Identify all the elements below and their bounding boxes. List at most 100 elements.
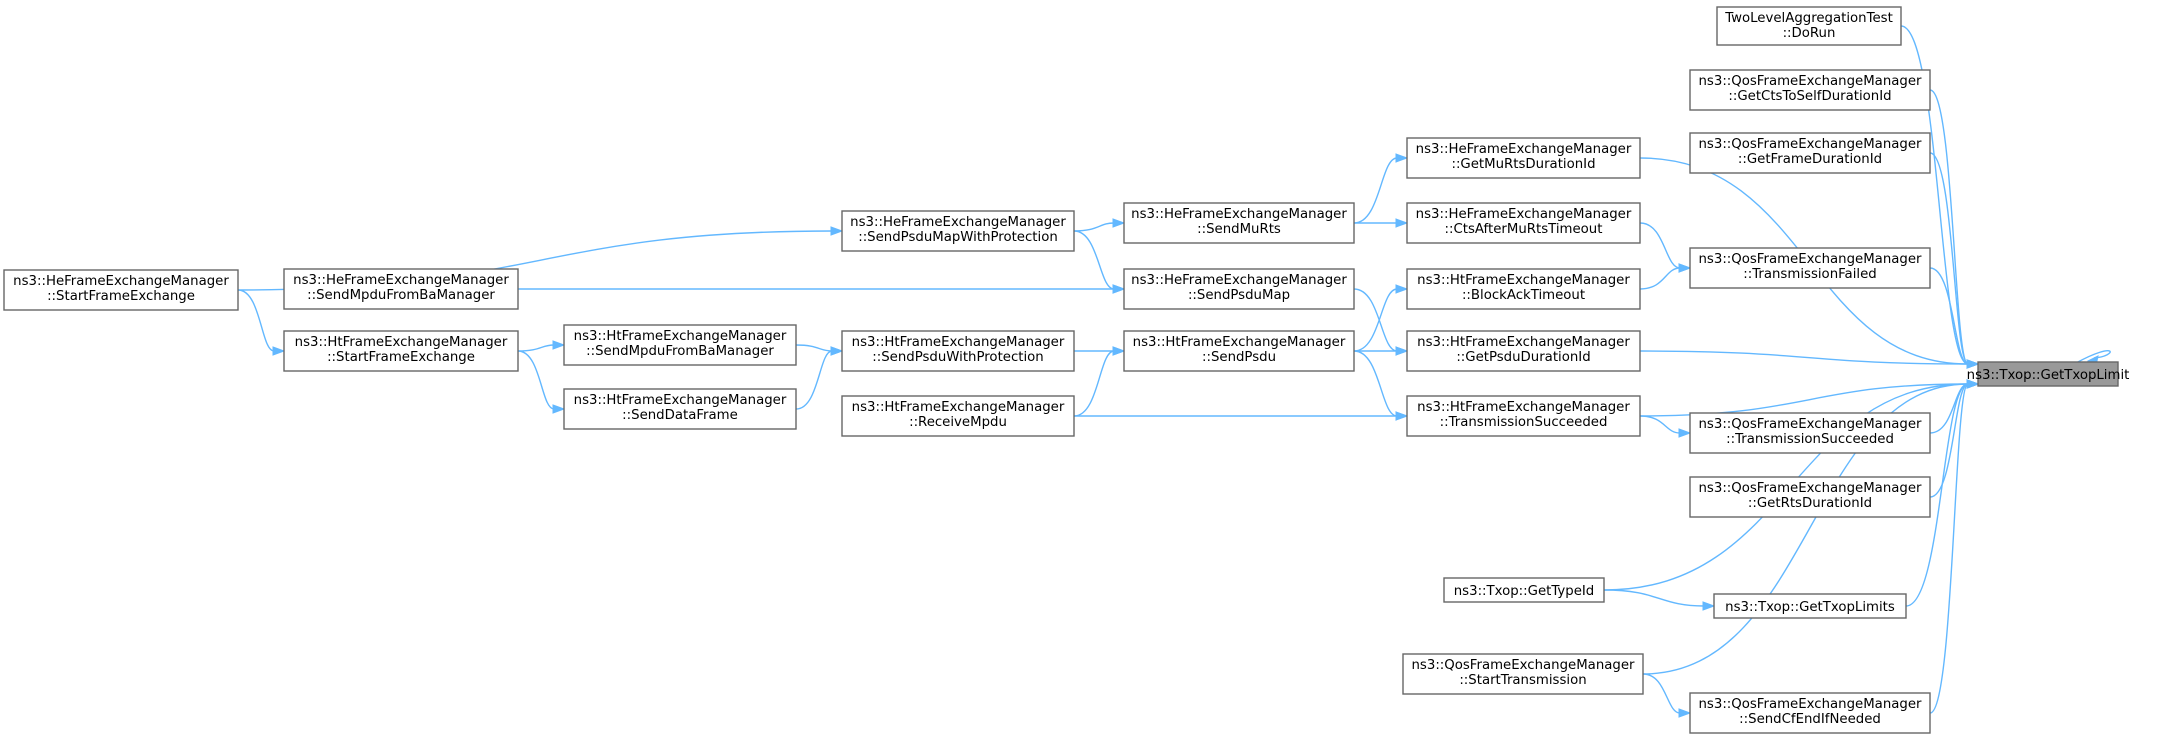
node-box — [1406, 202, 1641, 244]
caller-node-htfem_sendpsdu[interactable]: ns3::HtFrameExchangeManager::SendPsdu — [1123, 330, 1355, 372]
caller-node-htfem_blockacktimeout[interactable]: ns3::HtFrameExchangeManager::BlockAckTim… — [1406, 268, 1641, 310]
caller-node-txop_gettypeid[interactable]: ns3::Txop::GetTypeId — [1443, 577, 1605, 603]
edge-line — [1603, 589, 1705, 607]
caller-node-htfem_txsucc[interactable]: ns3::HtFrameExchangeManager::Transmissio… — [1406, 395, 1641, 437]
node-label: ns3::HtFrameExchangeManager — [1417, 273, 1630, 288]
call-edge — [1353, 346, 1409, 356]
edge-line — [1639, 267, 1681, 290]
caller-node-hefem_getmurtsdur[interactable]: ns3::HeFrameExchangeManager::GetMuRtsDur… — [1406, 137, 1641, 179]
call-edge — [517, 340, 566, 352]
caller-node-hefem_sendmpdufromba[interactable]: ns3::HeFrameExchangeManager::SendMpduFro… — [283, 268, 519, 310]
arrowhead-icon — [830, 226, 844, 236]
node-label: ::GetRtsDurationId — [1748, 496, 1872, 511]
caller-node-qfem_starttx[interactable]: ns3::QosFrameExchangeManager::StartTrans… — [1402, 653, 1644, 695]
arrowhead-icon — [1678, 428, 1692, 438]
node-label: ::DoRun — [1783, 26, 1836, 41]
node-label: ns3::HtFrameExchangeManager — [295, 335, 508, 350]
edge-line — [1639, 350, 1969, 365]
arrowhead-icon — [552, 340, 566, 350]
call-edge — [1929, 379, 1980, 498]
arrowhead-icon — [1395, 153, 1409, 163]
node-label: ns3::HeFrameExchangeManager — [850, 215, 1066, 230]
node-label: ns3::HeFrameExchangeManager — [1416, 207, 1632, 222]
node-box — [1406, 268, 1641, 310]
edge-line — [1905, 383, 1969, 607]
caller-node-htfem_sendpsduwp[interactable]: ns3::HtFrameExchangeManager::SendPsduWit… — [841, 330, 1075, 372]
node-box — [1123, 202, 1355, 244]
edge-line — [795, 344, 833, 352]
edge-line — [1642, 383, 1969, 675]
node-label: ::TransmissionSucceeded — [1726, 432, 1894, 447]
caller-node-tlat_dorun[interactable]: TwoLevelAggregationTest::DoRun — [1716, 6, 1902, 46]
node-label: ns3::HtFrameExchangeManager — [574, 329, 787, 344]
arrowhead-icon — [1395, 218, 1409, 228]
node-label: ns3::HeFrameExchangeManager — [13, 274, 229, 289]
caller-node-htfem_startfe[interactable]: ns3::HtFrameExchangeManager::StartFrameE… — [283, 330, 519, 372]
arrowhead-icon — [1112, 218, 1126, 228]
node-box — [1406, 330, 1641, 372]
caller-node-htfem_getpsdudur[interactable]: ns3::HtFrameExchangeManager::GetPsduDura… — [1406, 330, 1641, 372]
caller-node-htfem_sendmpdufromba[interactable]: ns3::HtFrameExchangeManager::SendMpduFro… — [563, 324, 797, 366]
node-box — [283, 330, 519, 372]
call-edge — [1639, 350, 1980, 369]
call-edge — [1073, 218, 1126, 232]
caller-node-hefem_startfe[interactable]: ns3::HeFrameExchangeManager::StartFrameE… — [3, 269, 239, 311]
call-edge — [1639, 263, 1692, 290]
caller-node-qfem_framedur[interactable]: ns3::QosFrameExchangeManager::GetFrameDu… — [1689, 132, 1931, 174]
caller-node-hefem_sendpsdumapwp[interactable]: ns3::HeFrameExchangeManager::SendPsduMap… — [841, 210, 1075, 252]
edge-line — [1353, 157, 1398, 224]
caller-node-htfem_receivempdu[interactable]: ns3::HtFrameExchangeManager::ReceiveMpdu — [841, 395, 1075, 437]
node-box — [841, 395, 1075, 437]
node-label: ns3::QosFrameExchangeManager — [1699, 137, 1923, 152]
node-box — [283, 268, 519, 310]
edge-line — [1639, 222, 1681, 269]
node-box — [1977, 361, 2119, 387]
caller-node-txop_gettxoplimits[interactable]: ns3::Txop::GetTxopLimits — [1713, 593, 1907, 619]
arrowhead-icon — [552, 404, 566, 414]
call-edge — [1353, 288, 1409, 356]
caller-node-qfem_txfailed[interactable]: ns3::QosFrameExchangeManager::Transmissi… — [1689, 247, 1931, 289]
edge-line — [1929, 267, 1969, 365]
call-edge — [517, 350, 566, 414]
caller-node-htfem_senddataframe[interactable]: ns3::HtFrameExchangeManager::SendDataFra… — [563, 388, 797, 430]
node-label: ::GetCtsToSelfDurationId — [1728, 89, 1891, 104]
edge-line — [1639, 383, 1969, 417]
node-label: ns3::Txop::GetTxopLimit — [1967, 368, 2130, 383]
caller-node-qfem_ctsself[interactable]: ns3::QosFrameExchangeManager::GetCtsToSe… — [1689, 69, 1931, 111]
edge-line — [517, 344, 555, 352]
node-label: ::SendPsdu — [1202, 350, 1276, 365]
caller-node-qfem_txsucc[interactable]: ns3::QosFrameExchangeManager::Transmissi… — [1689, 412, 1931, 454]
node-box — [1689, 69, 1931, 111]
node-box — [1402, 653, 1644, 695]
arrowhead-icon — [1678, 263, 1692, 273]
node-label: ns3::HtFrameExchangeManager — [574, 393, 787, 408]
caller-node-qfem_sendcfend[interactable]: ns3::QosFrameExchangeManager::SendCfEndI… — [1689, 692, 1931, 734]
node-box — [1689, 132, 1931, 174]
edge-line — [1929, 383, 1969, 714]
edge-line — [1929, 152, 1969, 365]
node-label: ::SendMpduFromBaManager — [586, 344, 774, 359]
node-box — [1689, 247, 1931, 289]
nodes: ns3::Txop::GetTxopLimit TwoLevelAggregati… — [3, 6, 2130, 734]
node-label: ::SendPsduMap — [1188, 288, 1290, 303]
caller-node-qfem_rtsdur[interactable]: ns3::QosFrameExchangeManager::GetRtsDura… — [1689, 476, 1931, 518]
node-box — [3, 269, 239, 311]
target-node[interactable]: ns3::Txop::GetTxopLimit — [1967, 361, 2130, 387]
arrowhead-icon — [1702, 601, 1716, 611]
call-edge — [1639, 379, 1980, 417]
node-box — [1689, 412, 1931, 454]
caller-node-hefem_sendmurts[interactable]: ns3::HeFrameExchangeManager::SendMuRts — [1123, 202, 1355, 244]
node-label: ns3::HtFrameExchangeManager — [1133, 335, 1346, 350]
edge-line — [1900, 25, 1969, 365]
node-label: ::SendMpduFromBaManager — [307, 288, 495, 303]
arrowhead-icon — [1966, 359, 1980, 369]
node-label: ::BlockAckTimeout — [1462, 288, 1585, 303]
caller-node-hefem_sendpsdumap[interactable]: ns3::HeFrameExchangeManager::SendPsduMap — [1123, 268, 1355, 310]
caller-node-hefem_ctsaftermurts[interactable]: ns3::HeFrameExchangeManager::CtsAfterMuR… — [1406, 202, 1641, 244]
call-edge — [1642, 673, 1692, 718]
edge-line — [1929, 383, 1969, 498]
node-label: ::TransmissionFailed — [1743, 267, 1876, 282]
call-edge — [1639, 415, 1692, 438]
node-label: ::CtsAfterMuRtsTimeout — [1445, 222, 1603, 237]
